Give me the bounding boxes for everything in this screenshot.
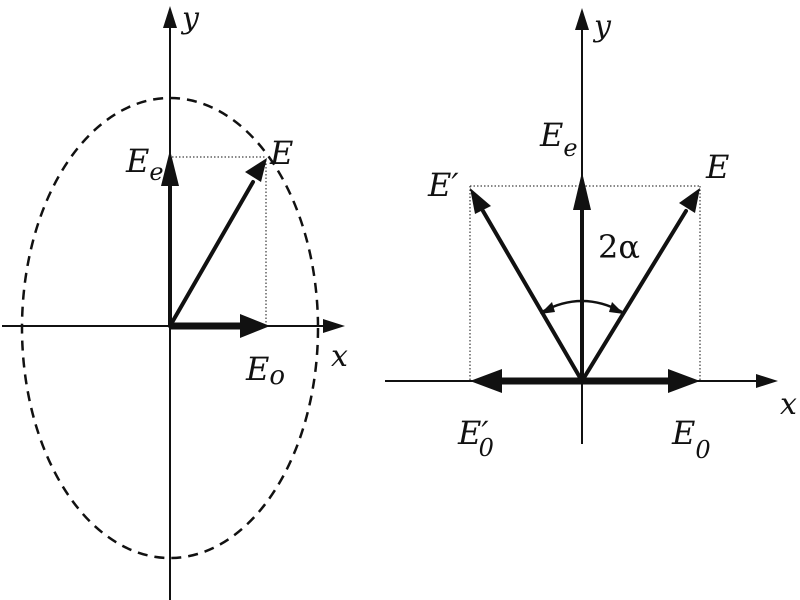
- right-vector-e-label: E: [705, 148, 729, 186]
- left-vector-eo-arrowhead: [240, 314, 270, 338]
- left-vector-ee-label: Ee: [125, 142, 164, 186]
- angle-arc-arrowhead-left: [540, 302, 555, 314]
- right-vector-ee-label: Ee: [539, 116, 578, 162]
- angle-arc-arrowhead-right: [609, 302, 624, 314]
- right-vector-eo-arrowhead: [668, 369, 700, 393]
- right-vector-eo-main: E: [671, 414, 695, 452]
- right-vector-eo-sub: 0: [695, 436, 710, 464]
- left-vector-eo-sub: o: [269, 361, 285, 391]
- polarization-ellipse: [20, 96, 320, 560]
- right-diagram: y x Ee E E′ 2α E0 E′0: [385, 8, 797, 464]
- right-y-axis-label: y: [592, 9, 612, 44]
- left-diagram: y x E Ee Eo: [2, 1, 348, 600]
- left-x-axis-label: x: [331, 339, 348, 374]
- right-y-axis-arrowhead: [575, 8, 589, 30]
- left-x-axis-arrowhead: [323, 319, 345, 333]
- left-vector-e-label: E: [269, 134, 293, 172]
- left-vector-ee-main: E: [125, 142, 149, 180]
- left-vector-e: [168, 180, 255, 328]
- right-vector-eprime: [481, 209, 584, 383]
- right-vector-eoprime-arrowhead: [470, 369, 502, 393]
- left-vector-ee-arrowhead: [161, 150, 179, 186]
- right-vector-eoprime-main: E′: [457, 414, 489, 452]
- left-vector-e-arrowhead: [245, 158, 267, 182]
- right-vector-e-arrowhead: [679, 188, 700, 213]
- right-vector-eoprime-label: E′0: [457, 414, 494, 462]
- left-y-axis-arrowhead: [163, 6, 177, 28]
- right-angle-label: 2α: [598, 228, 640, 266]
- right-vector-ee-main: E: [539, 116, 563, 154]
- left-vector-eo-main: E: [245, 350, 269, 388]
- right-vector-eprime-label: E′: [427, 166, 459, 204]
- right-vector-eoprime-sub: 0: [479, 434, 494, 462]
- right-x-axis-arrowhead: [756, 374, 778, 388]
- left-vector-ee-sub: e: [149, 158, 163, 186]
- left-y-axis-label: y: [180, 1, 200, 36]
- right-x-axis-label: x: [780, 387, 797, 422]
- right-vector-e: [580, 209, 688, 383]
- left-vector-eo-label: Eo: [245, 350, 285, 391]
- right-vector-ee-arrowhead: [573, 172, 591, 210]
- right-vector-eo-label: E0: [671, 414, 711, 464]
- right-vector-eprime-arrowhead: [470, 188, 491, 214]
- right-vector-ee-sub: e: [563, 134, 577, 162]
